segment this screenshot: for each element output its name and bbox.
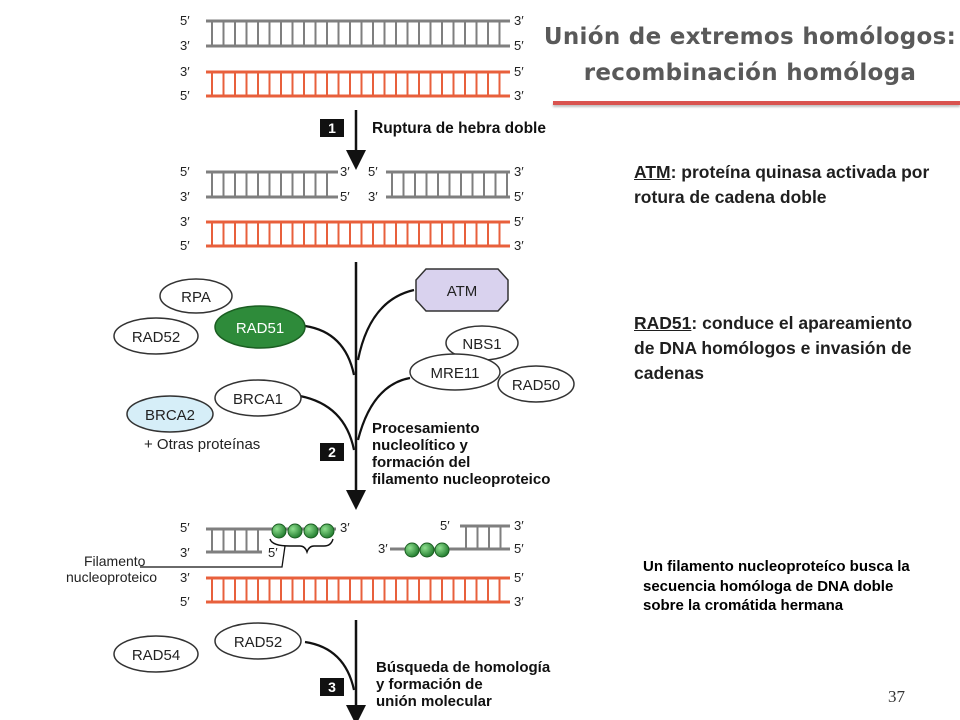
label-3p: 3′ bbox=[514, 594, 524, 609]
svg-text:BRCA2: BRCA2 bbox=[145, 407, 195, 424]
protein-atm: ATM bbox=[415, 268, 509, 312]
slide-title-line2: recombinación homóloga bbox=[583, 60, 917, 86]
svg-text:RAD52: RAD52 bbox=[132, 329, 180, 346]
note-filament: Un filamento nucleoproteíco busca la sec… bbox=[643, 558, 910, 614]
step-label-3: Búsqueda de homología y formación de uni… bbox=[376, 659, 554, 710]
protein-brca1: BRCA1 bbox=[214, 379, 302, 417]
rad51-filaments bbox=[271, 523, 450, 558]
feeder-line-rad52-b bbox=[304, 640, 356, 691]
rad51-bead bbox=[319, 523, 335, 539]
label-3p: 3′ bbox=[514, 88, 524, 103]
step-badge-2: 2 bbox=[320, 443, 344, 461]
rad51-bead bbox=[287, 523, 303, 539]
label-5p: 5′ bbox=[180, 238, 190, 253]
label-5p: 5′ bbox=[514, 189, 524, 204]
slide-title-line1: Unión de extremos homólogos: bbox=[543, 24, 957, 50]
rad51-bead bbox=[434, 542, 450, 558]
protein-nbs1: NBS1 bbox=[445, 325, 519, 361]
protein-mre11: MRE11 bbox=[409, 353, 501, 391]
duplex-orange-b bbox=[206, 220, 510, 248]
step-badge-3: 3 bbox=[320, 678, 344, 696]
other-proteins-label: + Otras proteínas bbox=[144, 436, 260, 453]
duplex-orange-intact bbox=[206, 70, 510, 98]
label-5p: 5′ bbox=[180, 13, 190, 28]
svg-text:RPA: RPA bbox=[181, 289, 211, 306]
dna-duplexes: 5′ 3′ 3′ 5′ 3′ 5′ 5′ 3′ 5′ 3′ 5′ 3′ 3′ 5′ 3′ 5′ 3′ 5′ 5′ 3′… bbox=[180, 13, 524, 609]
svg-text:1: 1 bbox=[328, 120, 336, 136]
svg-text:RAD52: RAD52 bbox=[234, 634, 282, 651]
label-5p: 5′ bbox=[514, 541, 524, 556]
note-rad51-term: RAD51 bbox=[634, 313, 692, 333]
feeder-line-atm bbox=[356, 288, 415, 361]
label-3p: 3′ bbox=[180, 189, 190, 204]
filament-callout-line bbox=[140, 545, 286, 568]
protein-rad52-b: RAD52 bbox=[214, 622, 302, 660]
svg-text:2: 2 bbox=[328, 444, 336, 460]
label-5p: 5′ bbox=[514, 64, 524, 79]
rad51-bead bbox=[404, 542, 420, 558]
label-5p: 5′ bbox=[514, 570, 524, 585]
note-rad51-text: : conduce el apareamiento de DNA homólog… bbox=[634, 313, 913, 383]
label-3p: 3′ bbox=[180, 545, 190, 560]
rad51-bead bbox=[271, 523, 287, 539]
feeder-line-mre11 bbox=[356, 376, 411, 441]
svg-text:NBS1: NBS1 bbox=[462, 336, 501, 353]
feeder-line-rad51 bbox=[304, 324, 356, 376]
label-5p: 5′ bbox=[180, 164, 190, 179]
protein-rad52: RAD52 bbox=[113, 317, 199, 355]
label-3p: 3′ bbox=[514, 13, 524, 28]
duplex-gray-left bbox=[206, 170, 338, 199]
svg-text:RAD50: RAD50 bbox=[512, 377, 560, 394]
label-3p: 3′ bbox=[514, 238, 524, 253]
protein-brca2: BRCA2 bbox=[126, 395, 214, 433]
svg-text:ATM: ATM bbox=[447, 283, 478, 300]
duplex-gray-right bbox=[386, 170, 510, 199]
label-3p: 3′ bbox=[368, 189, 378, 204]
label-5p: 5′ bbox=[368, 164, 378, 179]
protein-rad50: RAD50 bbox=[497, 365, 575, 403]
label-3p: 3′ bbox=[514, 518, 524, 533]
label-5p: 5′ bbox=[180, 88, 190, 103]
label-5p: 5′ bbox=[514, 38, 524, 53]
label-5p: 5′ bbox=[268, 545, 278, 560]
label-3p: 3′ bbox=[514, 164, 524, 179]
note-atm-term: ATM bbox=[634, 162, 671, 182]
protein-rad51: RAD51 bbox=[214, 305, 306, 349]
label-5p: 5′ bbox=[514, 214, 524, 229]
label-3p: 3′ bbox=[180, 64, 190, 79]
filament-label: Filamento nucleoproteico bbox=[66, 553, 157, 585]
filament-bracket-left bbox=[269, 538, 334, 555]
svg-text:MRE11: MRE11 bbox=[431, 365, 480, 382]
label-3p: 3′ bbox=[340, 164, 350, 179]
label-3p: 3′ bbox=[180, 214, 190, 229]
svg-text:BRCA1: BRCA1 bbox=[233, 391, 283, 408]
feeder-line-brca1 bbox=[299, 394, 356, 451]
step-badge-1: 1 bbox=[320, 119, 344, 137]
label-5p: 5′ bbox=[180, 520, 190, 535]
title-underline bbox=[553, 101, 960, 105]
label-5p: 5′ bbox=[440, 518, 450, 533]
svg-text:RAD54: RAD54 bbox=[132, 647, 180, 664]
label-5p: 5′ bbox=[340, 189, 350, 204]
step-label-2: Procesamiento nucleolítico y formación d… bbox=[372, 420, 550, 488]
note-rad51: RAD51: conduce el apareamiento de DNA ho… bbox=[634, 311, 934, 386]
label-3p: 3′ bbox=[180, 38, 190, 53]
duplex-gray-intact bbox=[206, 19, 510, 48]
label-3p: 3′ bbox=[180, 570, 190, 585]
protein-rpa: RPA bbox=[159, 278, 233, 314]
duplex-orange-c bbox=[206, 576, 510, 604]
svg-text:3: 3 bbox=[328, 679, 336, 695]
rad51-bead bbox=[419, 542, 435, 558]
note-atm-text: : proteína quinasa activada por rotura d… bbox=[634, 162, 930, 207]
svg-text:RAD51: RAD51 bbox=[236, 320, 284, 337]
slide-number: 37 bbox=[888, 687, 905, 706]
label-5p: 5′ bbox=[180, 594, 190, 609]
label-3p: 3′ bbox=[340, 520, 350, 535]
protein-rad54: RAD54 bbox=[113, 635, 199, 673]
note-atm: ATM: proteína quinasa activada por rotur… bbox=[634, 160, 934, 210]
step-label-1: Ruptura de hebra doble bbox=[372, 120, 546, 137]
rad51-bead bbox=[303, 523, 319, 539]
label-3p: 3′ bbox=[378, 541, 388, 556]
